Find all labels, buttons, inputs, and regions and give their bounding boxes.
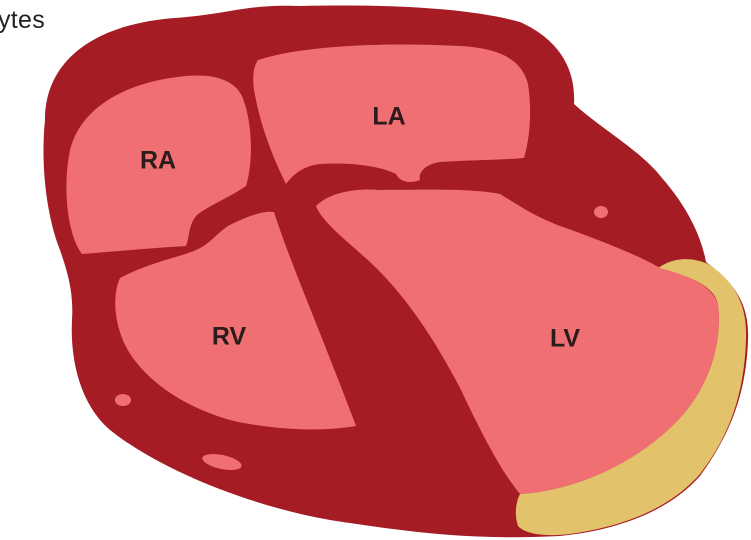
label-ra: RA	[140, 147, 176, 175]
wall-highlight-dot-2	[115, 394, 131, 406]
label-lv: LV	[550, 325, 580, 353]
label-la: LA	[372, 103, 405, 131]
label-rv: RV	[212, 323, 247, 351]
wall-highlight-dot-1	[594, 206, 608, 218]
